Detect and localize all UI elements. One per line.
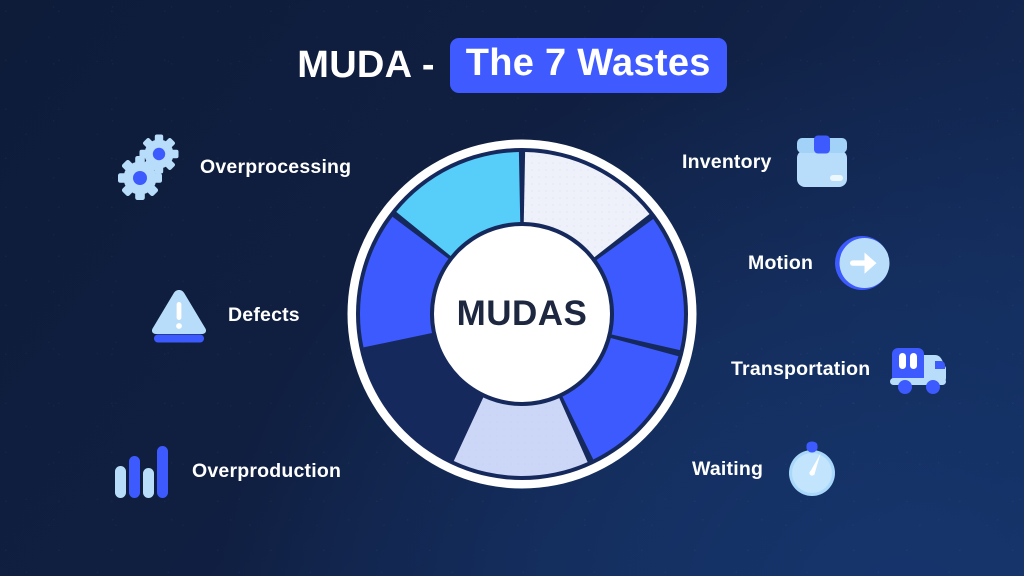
bar-chart-icon <box>115 446 168 498</box>
label-inventory-text: Inventory <box>682 150 772 173</box>
label-transportation-text: Transportation <box>731 357 871 380</box>
label-overproduction[interactable]: Overproduction <box>112 442 341 500</box>
donut-segment-overproduction[interactable] <box>364 336 481 459</box>
label-overprocessing-text: Overprocessing <box>200 155 352 178</box>
donut-chart: MUDAS <box>341 133 703 495</box>
arrow-right-circle-icon <box>835 236 890 290</box>
donut-segment-defects[interactable] <box>360 216 449 348</box>
title-highlight-text: The 7 Wastes <box>449 38 727 93</box>
title-plain-text: MUDA - <box>297 44 446 86</box>
donut-segment-overprocessing[interactable] <box>396 152 521 256</box>
donut-segment-transportation[interactable] <box>562 337 679 460</box>
warning-triangle-icon <box>151 290 207 343</box>
label-overproduction-text: Overproduction <box>192 459 342 482</box>
label-defects-text: Defects <box>228 303 300 326</box>
box-package-icon <box>796 135 847 187</box>
donut-texture <box>453 152 650 476</box>
label-waiting[interactable]: Waiting <box>692 440 841 498</box>
label-motion[interactable]: Motion <box>748 234 891 292</box>
page-title: MUDA - The 7 Wastes <box>0 38 1024 93</box>
donut-chart-svg <box>347 139 697 489</box>
gears-icon <box>118 134 179 200</box>
donut-segment-motion[interactable] <box>596 219 684 351</box>
truck-icon <box>890 348 947 394</box>
stopwatch-icon <box>789 441 836 496</box>
label-overprocessing[interactable]: Overprocessing <box>118 134 351 200</box>
label-motion-text: Motion <box>748 251 814 274</box>
label-waiting-text: Waiting <box>692 457 764 480</box>
label-transportation[interactable]: Transportation <box>731 342 950 396</box>
label-inventory[interactable]: Inventory <box>682 134 850 190</box>
donut-center-hub <box>434 226 610 402</box>
label-defects[interactable]: Defects <box>148 286 300 344</box>
